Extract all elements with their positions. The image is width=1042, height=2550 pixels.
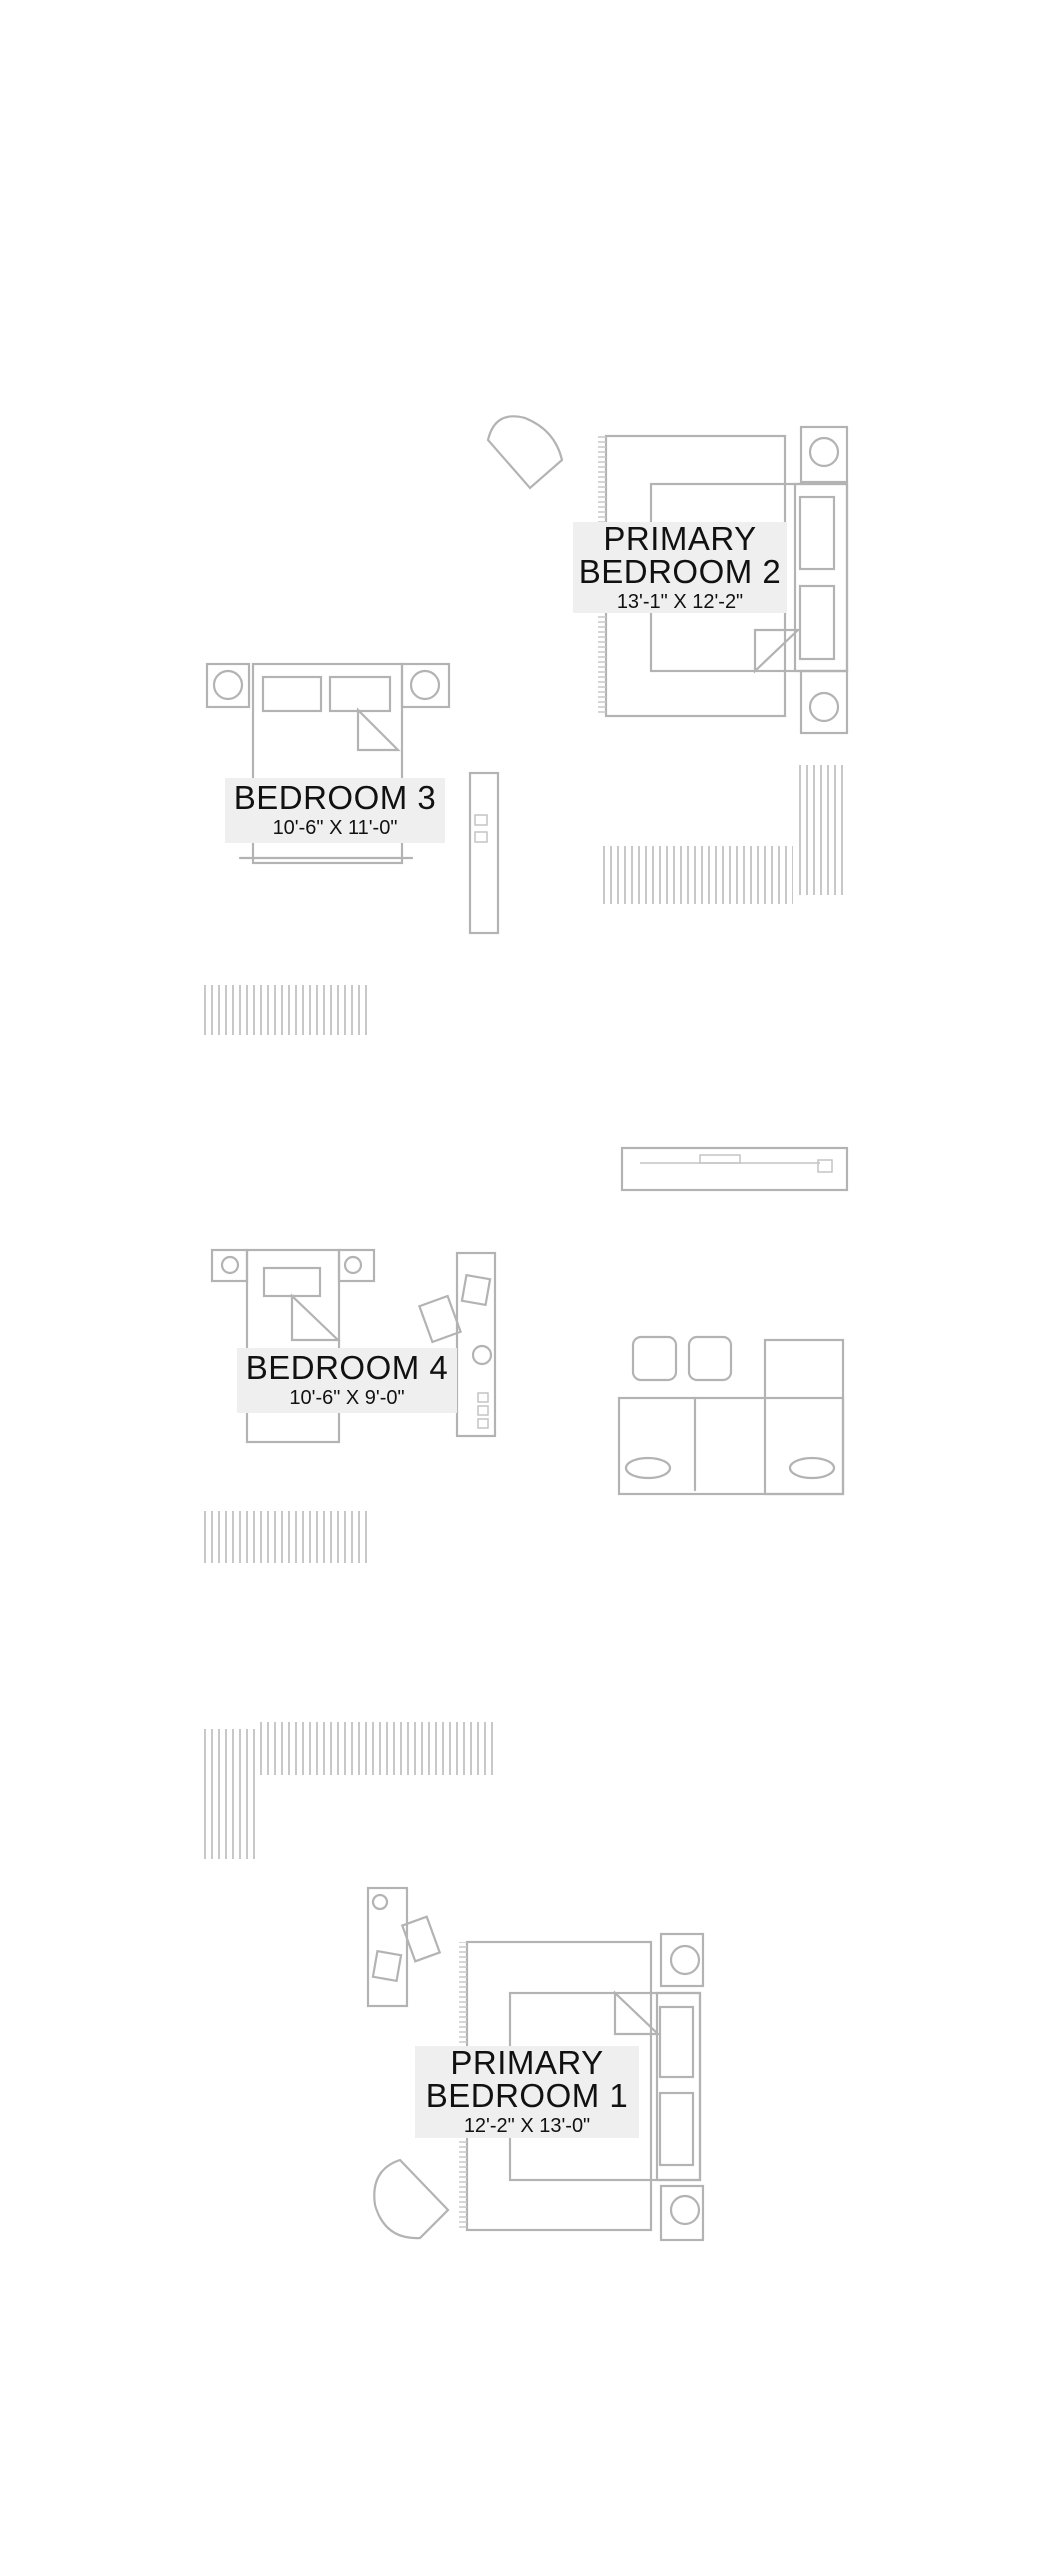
nightstand [659, 1932, 705, 1988]
room-dimensions: 12'-2" X 13'-0" [463, 2115, 591, 2137]
room-dimensions: 10'-6" X 11'-0" [272, 817, 398, 839]
room-label-bedroom-4: BEDROOM 4 10'-6" X 9'-0" [237, 1348, 457, 1413]
nightstand [205, 662, 251, 709]
lamp-icon [669, 2194, 701, 2226]
pillow [798, 495, 836, 571]
lamp-icon [371, 1893, 389, 1911]
pillow [788, 1456, 836, 1480]
folded-blanket [613, 1990, 661, 2036]
wall-hatch [602, 846, 793, 904]
nightstand [210, 1248, 249, 1283]
pillow [624, 1456, 672, 1480]
wall-hatch [203, 985, 368, 1035]
lamp-icon [343, 1255, 363, 1275]
room-dimensions: 13'-1" X 12'-2" [616, 590, 744, 613]
pillow [262, 1266, 322, 1298]
lamp-icon [808, 691, 840, 723]
armchair [373, 2158, 450, 2240]
armchair [486, 415, 564, 490]
tv-console [620, 1146, 849, 1192]
room-dimensions: 10'-6" X 9'-0" [289, 1387, 405, 1409]
dresser [468, 771, 500, 935]
bed [251, 662, 404, 865]
bedroom-4-furniture [210, 1248, 497, 1444]
chair [460, 1273, 492, 1307]
bedroom-3-furniture [205, 662, 500, 935]
lamp-icon [220, 1255, 240, 1275]
folded-blanket [753, 628, 801, 674]
nightstand [659, 2184, 705, 2242]
lamp-icon [409, 669, 441, 701]
room-name: BEDROOM 1 [425, 2077, 629, 2114]
lamp-icon [212, 669, 244, 701]
room-name: PRIMARY [603, 519, 757, 557]
nightstand [799, 669, 849, 735]
lamp-icon [471, 1344, 493, 1366]
wall-hatch [798, 765, 848, 895]
headboard [655, 1991, 702, 2182]
folded-blanket [290, 1293, 341, 1342]
sofa-chaise [763, 1338, 845, 1496]
lamp-icon [669, 1944, 701, 1976]
room-name: BEDROOM 3 [233, 779, 437, 816]
desk [455, 1251, 497, 1438]
lamp-icon [808, 436, 840, 468]
room-label-primary-bedroom-2: PRIMARY BEDROOM 2 13'-1" X 12'-2" [573, 522, 787, 613]
nightstand [799, 425, 849, 484]
room-label-bedroom-3: BEDROOM 3 10'-6" X 11'-0" [225, 778, 445, 843]
room-label-primary-bedroom-1: PRIMARY BEDROOM 1 12'-2" X 13'-0" [415, 2046, 639, 2138]
room-name: BEDROOM 2 [578, 552, 782, 590]
wall-hatch [260, 1722, 497, 1775]
headboard [793, 482, 849, 673]
wall-hatch [203, 1729, 256, 1859]
wall-hatch [203, 1511, 368, 1563]
ottoman [631, 1335, 678, 1382]
desk-chair [400, 1915, 442, 1963]
desk [366, 1886, 409, 2008]
desk-chair [417, 1294, 463, 1344]
pillow [658, 2091, 695, 2167]
pillow [658, 2005, 695, 2079]
sofa [617, 1396, 845, 1496]
room-name: BEDROOM 4 [245, 1349, 449, 1386]
pillow [261, 675, 323, 713]
ottoman [687, 1335, 733, 1382]
pillow [328, 675, 392, 713]
bed [245, 1248, 341, 1444]
folded-blanket [356, 707, 401, 752]
chair [371, 1949, 403, 1983]
pillow [798, 584, 836, 661]
living-furniture [617, 1146, 849, 1496]
room-name: PRIMARY [450, 2044, 604, 2081]
